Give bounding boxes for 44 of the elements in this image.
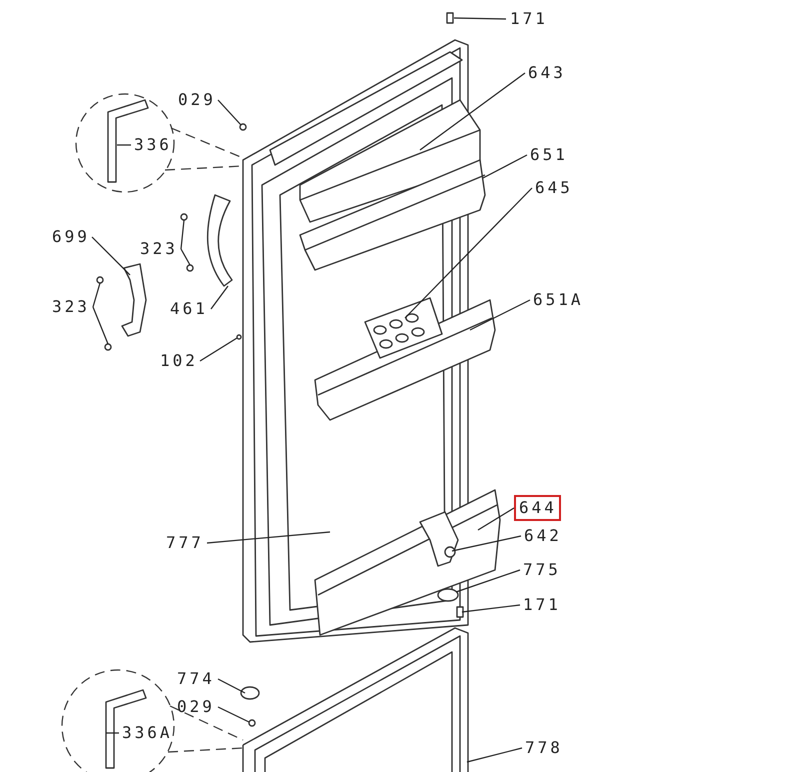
callout-number: 645 xyxy=(535,179,573,197)
leader-line xyxy=(462,604,520,613)
leader-line xyxy=(106,732,119,734)
leader-line xyxy=(200,337,238,362)
leader-line xyxy=(218,678,246,694)
callout-number: 102 xyxy=(160,352,198,370)
callout-number: 777 xyxy=(166,534,204,552)
callout-number: 644 xyxy=(514,495,561,521)
callout-number: 029 xyxy=(178,91,216,109)
leader-line xyxy=(456,569,520,593)
leader-line xyxy=(420,72,526,150)
callout-number: 643 xyxy=(528,64,566,82)
leader-line xyxy=(482,154,528,179)
callout-number: 642 xyxy=(524,527,562,545)
leader-line xyxy=(210,286,228,310)
callout-number: 171 xyxy=(523,596,561,614)
leader-line xyxy=(218,100,242,126)
callout-number: 775 xyxy=(523,561,561,579)
leader-line xyxy=(218,706,250,723)
callout-number: 461 xyxy=(170,300,208,318)
leader-line xyxy=(180,248,191,266)
leader-line xyxy=(454,17,506,20)
callout-number: 323 xyxy=(140,240,178,258)
leader-line xyxy=(206,531,330,544)
callout-number: 651A xyxy=(533,291,584,309)
leader-line xyxy=(404,188,532,318)
callout-number: 699 xyxy=(52,228,90,246)
callout-number: 774 xyxy=(177,670,215,688)
leader-line xyxy=(92,236,130,276)
callout-number: 336A xyxy=(122,724,173,742)
callout-number: 171 xyxy=(510,10,548,28)
leader-line xyxy=(470,299,530,331)
leader-line xyxy=(478,507,514,531)
callout-number: 778 xyxy=(525,739,563,757)
leader-line xyxy=(452,535,522,552)
callout-number: 651 xyxy=(530,146,568,164)
callout-number: 029 xyxy=(177,698,215,716)
leader-line xyxy=(180,220,185,250)
leader-line xyxy=(92,306,109,344)
leader-line xyxy=(117,144,131,146)
leader-line xyxy=(466,747,522,763)
leader-line xyxy=(92,282,101,308)
callout-number: 323 xyxy=(52,298,90,316)
callout-number: 336 xyxy=(134,136,172,154)
